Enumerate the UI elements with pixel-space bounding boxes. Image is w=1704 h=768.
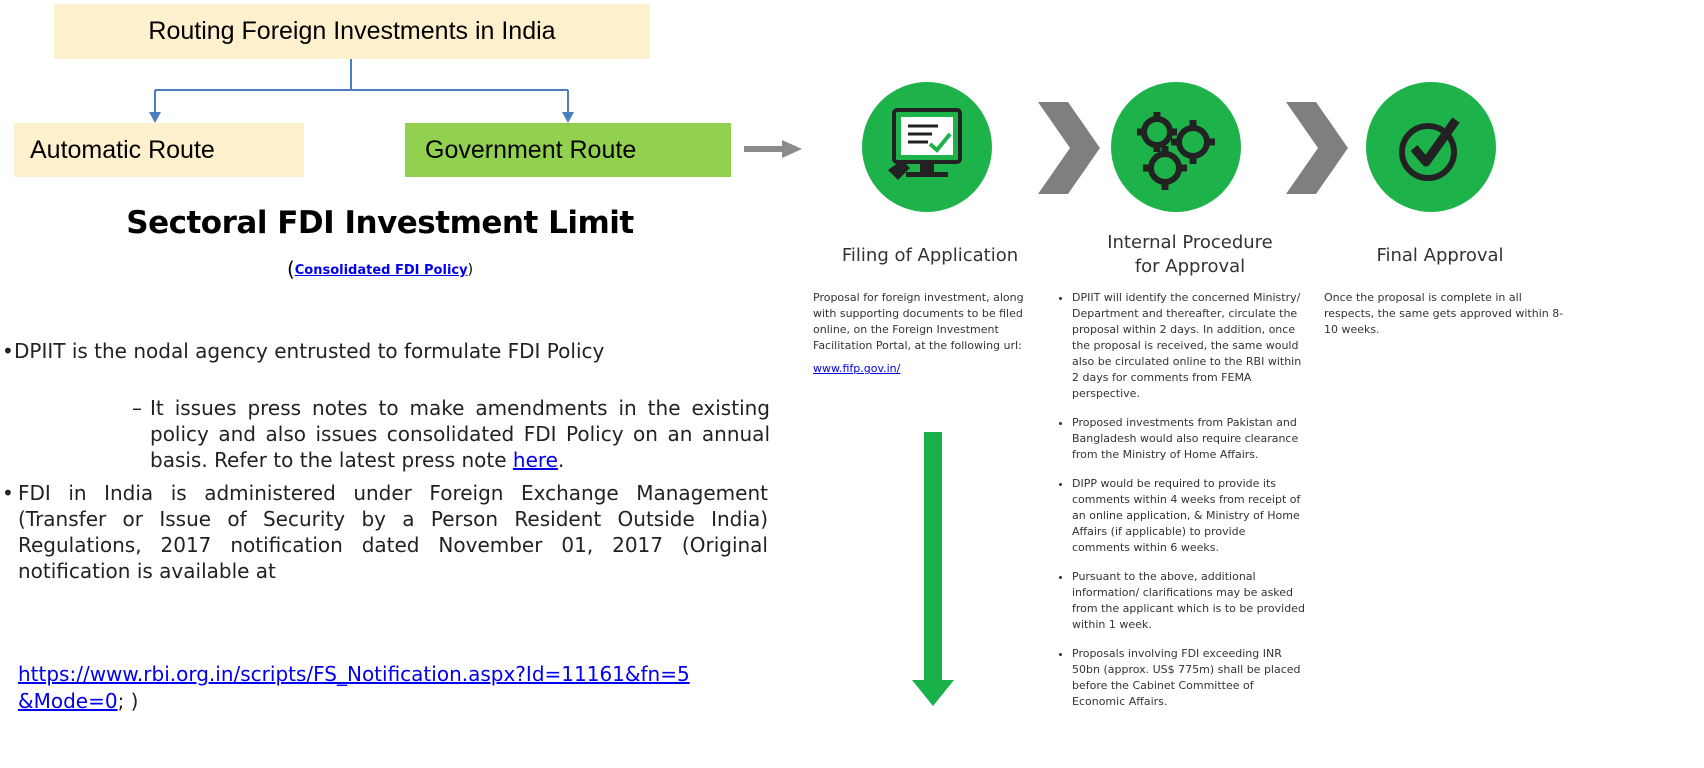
stage1-title: Filing of Application <box>841 245 1019 266</box>
checkmark-icon <box>1399 117 1460 181</box>
rbi-notification-link-cont: &Mode=0; ) <box>18 689 139 713</box>
government-route-label: Government Route <box>425 135 637 164</box>
list-item: Proposals involving FDI exceeding INR 50… <box>1072 646 1305 710</box>
list-item: DIPP would be required to provide its co… <box>1072 476 1305 556</box>
stage2-title: Internal Procedure for Approval <box>1107 232 1273 277</box>
monitor-checklist-icon <box>888 108 962 180</box>
bullet-dpiit: •DPIIT is the nodal agency entrusted to … <box>2 339 605 363</box>
chevron-right-icon <box>1038 102 1100 194</box>
rbi-notification-link[interactable]: https://www.rbi.org.in/scripts/FS_Notifi… <box>18 662 690 686</box>
policy-subheading: (Consolidated FDI Policy) <box>286 257 474 281</box>
automatic-route-box: Automatic Route <box>14 123 304 177</box>
government-route-box: Government Route <box>405 123 731 177</box>
fifp-portal-link[interactable]: www.fifp.gov.in/ <box>813 362 901 375</box>
list-item: Pursuant to the above, additional inform… <box>1072 569 1305 633</box>
arrow-down-icon <box>912 432 954 706</box>
routing-title: Routing Foreign Investments in India <box>148 17 556 45</box>
stage3-circle <box>1366 82 1496 212</box>
routing-title-box: Routing Foreign Investments in India <box>54 4 650 59</box>
stage1-circle <box>862 82 992 212</box>
stage3-title: Final Approval <box>1376 245 1504 266</box>
press-note-link[interactable]: here <box>512 448 558 472</box>
routing-connectors <box>149 59 802 158</box>
arrow-down-icon <box>562 112 574 123</box>
bullet-press-notes: – It issues press notes to make amendmen… <box>132 396 770 472</box>
rbi-notification-link-part2[interactable]: &Mode=0 <box>18 689 118 713</box>
stage1-text: Proposal for foreign investment, along w… <box>813 291 1024 352</box>
list-item: DPIIT will identify the concerned Minist… <box>1072 290 1305 402</box>
automatic-route-label: Automatic Route <box>30 135 215 164</box>
chevron-right-icon <box>1286 102 1348 194</box>
gears-icon <box>1137 112 1215 190</box>
stage3-text: Once the proposal is complete in all res… <box>1324 291 1564 336</box>
consolidated-fdi-policy-link[interactable]: Consolidated FDI Policy <box>294 263 468 278</box>
arrow-right-icon <box>744 140 802 158</box>
list-item: Proposed investments from Pakistan and B… <box>1072 415 1305 463</box>
arrow-down-icon <box>149 112 161 123</box>
stage2-list: DPIIT will identify the concerned Minist… <box>1050 290 1305 723</box>
bullet-fema: • FDI in India is administered under For… <box>2 481 768 583</box>
page-heading: Sectoral FDI Investment Limit <box>126 205 634 241</box>
stage2-circle <box>1111 82 1241 212</box>
